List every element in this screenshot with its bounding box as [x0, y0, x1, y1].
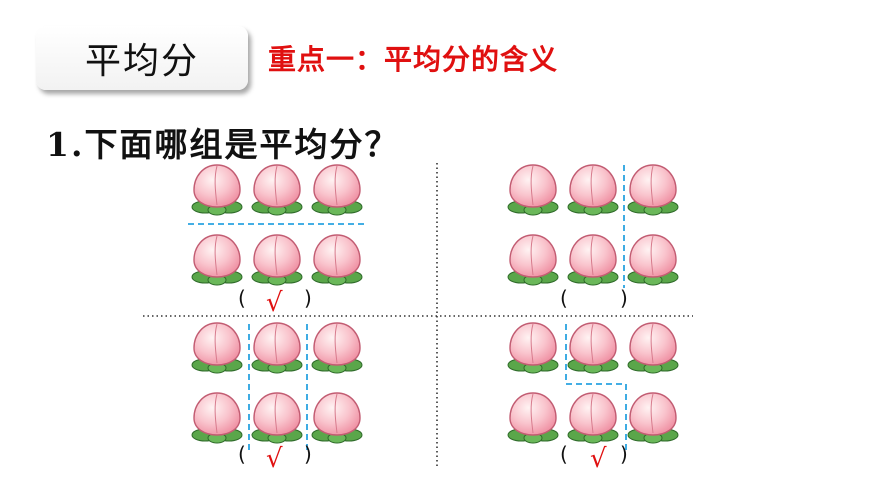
- check-mark-bottom-right: √: [590, 444, 607, 474]
- peach-icon: [507, 164, 559, 216]
- peach-icon: [311, 322, 363, 374]
- answer-open-paren: (: [238, 442, 246, 466]
- peach-icon: [567, 234, 619, 286]
- peach-icon: [567, 322, 619, 374]
- answer-close-paren: ): [620, 442, 628, 466]
- peach-icon: [251, 322, 303, 374]
- peach-group-top-right: [507, 164, 679, 286]
- peach-icon: [191, 392, 243, 444]
- question-text: 1.下面哪组是平均分？: [46, 125, 400, 164]
- peach-icon: [191, 234, 243, 286]
- section-title-box: 平均分: [36, 26, 248, 90]
- peach-icon: [191, 164, 243, 216]
- peach-icon: [567, 164, 619, 216]
- answer-close-paren: ): [304, 442, 312, 466]
- answer-close-paren: ): [620, 286, 628, 310]
- check-mark-top-left: √: [266, 288, 283, 318]
- split-line-bottom-right: [565, 324, 627, 450]
- answer-open-paren: (: [560, 286, 568, 310]
- peach-icon: [567, 392, 619, 444]
- peach-icon: [507, 234, 559, 286]
- peach-icon: [311, 234, 363, 286]
- peach-icon: [627, 164, 679, 216]
- peach-icon: [311, 164, 363, 216]
- section-subtitle: 重点一：平均分的含义: [268, 43, 559, 76]
- peach-icon: [191, 322, 243, 374]
- peach-icon: [627, 322, 679, 374]
- peach-icon: [251, 392, 303, 444]
- answer-close-paren: ): [304, 286, 312, 310]
- peach-icon: [507, 322, 559, 374]
- peach-icon: [251, 164, 303, 216]
- peach-icon: [507, 392, 559, 444]
- peach-icon: [311, 392, 363, 444]
- peach-icon: [627, 234, 679, 286]
- answer-open-paren: (: [238, 286, 246, 310]
- answer-open-paren: (: [560, 442, 568, 466]
- peach-group-bottom-right: [507, 322, 679, 444]
- peach-group-top-left: [191, 164, 363, 286]
- section-title: 平均分: [84, 41, 199, 82]
- check-mark-bottom-left: √: [266, 444, 283, 474]
- peach-group-bottom-left: [191, 322, 363, 444]
- peach-icon: [627, 392, 679, 444]
- peach-icon: [251, 234, 303, 286]
